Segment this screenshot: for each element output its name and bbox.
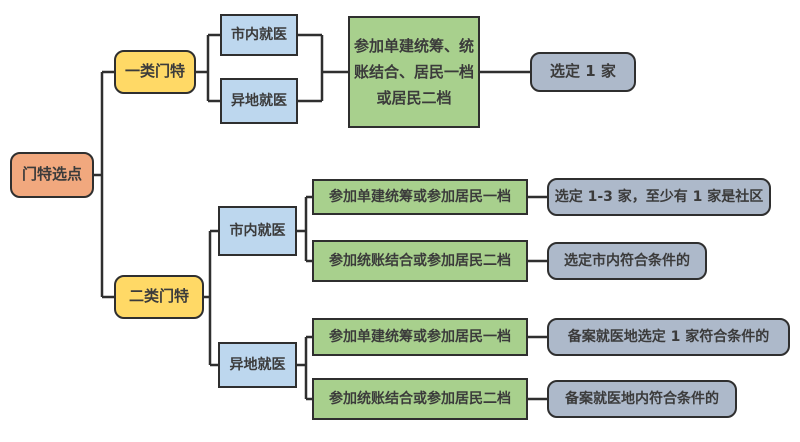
node-type2-local-result-tier1: 选定 1-3 家，至少有 1 家是社区 (547, 178, 771, 216)
connector-type2-local-split (297, 195, 312, 263)
node-type1-mente: 一类门特 (114, 50, 196, 94)
node-type2-remote-result-tier2: 备案就医地内符合条件的 (547, 380, 737, 418)
node-type1-in-city-treatment: 市内就医 (220, 14, 298, 56)
node-type2-local-result-tier2: 选定市内符合条件的 (547, 242, 707, 280)
node-type2-remote-result-tier1: 备案就医地选定 1 家符合条件的 (547, 318, 790, 356)
connector-type1-split (196, 33, 220, 103)
node-type2-local-plan-tier1: 参加单建统筹或参加居民一档 (312, 179, 528, 215)
node-type2-out-of-town-treatment: 异地就医 (218, 342, 297, 388)
node-type1-insurance-plans: 参加单建统筹、统 账结合、居民一档 或居民二档 (348, 16, 480, 128)
node-type1-result-select-one: 选定 1 家 (530, 52, 636, 92)
node-type1-out-of-town-treatment: 异地就医 (220, 78, 298, 124)
node-type2-remote-plan-tier2: 参加统账结合或参加居民二档 (312, 378, 528, 420)
connector-type2-remote-split (297, 335, 312, 401)
connector-type1-merge (298, 33, 348, 103)
connector-type2-split (204, 229, 218, 367)
node-type2-local-plan-tier2: 参加统账结合或参加居民二档 (312, 240, 528, 282)
connector-root-branches (94, 70, 114, 299)
node-root-mente-selection: 门特选点 (10, 152, 94, 198)
node-type2-remote-plan-tier1: 参加单建统筹或参加居民一档 (312, 318, 528, 356)
node-type2-in-city-treatment: 市内就医 (218, 206, 297, 256)
connector-row-results (528, 195, 547, 401)
node-type2-mente: 二类门特 (114, 275, 204, 319)
